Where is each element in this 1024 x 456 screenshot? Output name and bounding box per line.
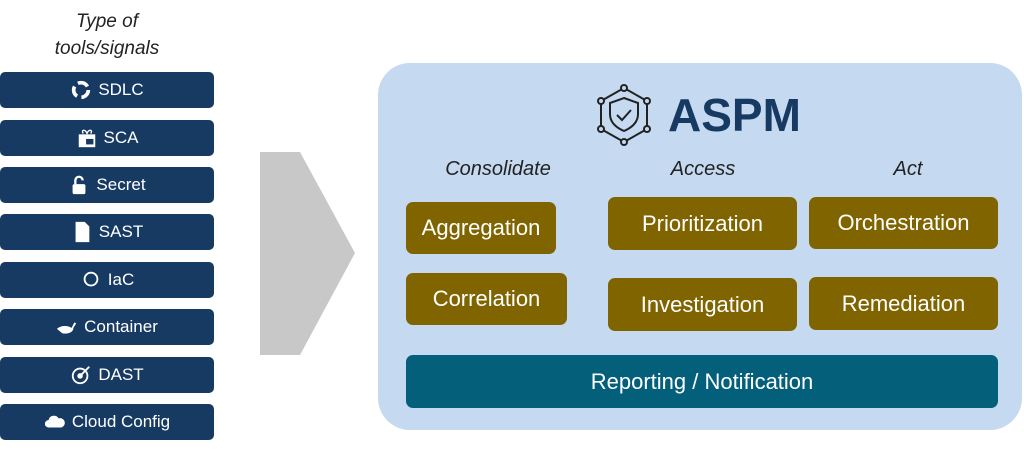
column-label: Access: [670, 158, 736, 180]
aspm-title: ASPM: [668, 89, 801, 141]
tool-label: DAST: [98, 365, 144, 384]
gift-icon: [78, 129, 95, 148]
box-remediation: Remediation: [809, 277, 998, 330]
tool-cloud-config: Cloud Config: [0, 404, 214, 440]
reporting-notification-bar: Reporting / Notification: [406, 355, 998, 408]
tool-container: Container: [0, 309, 214, 345]
tool-iac: IaC: [0, 262, 214, 298]
box-correlation: Correlation: [406, 273, 567, 325]
tool-label: SCA: [103, 128, 139, 147]
tool-dast: DAST: [0, 357, 214, 393]
left-title: Type of tools/signals: [0, 8, 214, 62]
tool-sca: SCA: [0, 120, 214, 156]
tool-label: Container: [84, 317, 158, 336]
box-orchestration: Orchestration: [809, 197, 998, 249]
box-aggregation: Aggregation: [406, 202, 556, 254]
whale-icon: [57, 322, 77, 334]
tool-label: Secret: [96, 175, 146, 194]
shield-check-icon: [597, 84, 651, 146]
unlock-icon: [73, 175, 86, 195]
tool-label: SAST: [98, 222, 144, 241]
box-prioritization: Prioritization: [608, 197, 797, 250]
tool-sdlc: SDLC: [0, 72, 214, 108]
file-icon: [75, 221, 90, 243]
left-title-line: Type of: [76, 11, 138, 32]
cloud-icon: [44, 415, 65, 428]
tool-sast: SAST: [0, 214, 214, 250]
circle-icon: [83, 271, 99, 287]
column-label: Act: [893, 158, 923, 180]
flow-arrow: [260, 152, 355, 355]
tool-label: Cloud Config: [71, 412, 171, 431]
column-label: Consolidate: [445, 158, 551, 180]
left-title-line: tools/signals: [54, 38, 160, 59]
tool-label: SDLC: [98, 80, 144, 99]
box-investigation: Investigation: [608, 278, 797, 331]
recycle-icon: [72, 80, 91, 100]
tool-label: IaC: [107, 270, 135, 289]
tool-secret: Secret: [0, 167, 214, 203]
target-icon: [72, 366, 91, 385]
